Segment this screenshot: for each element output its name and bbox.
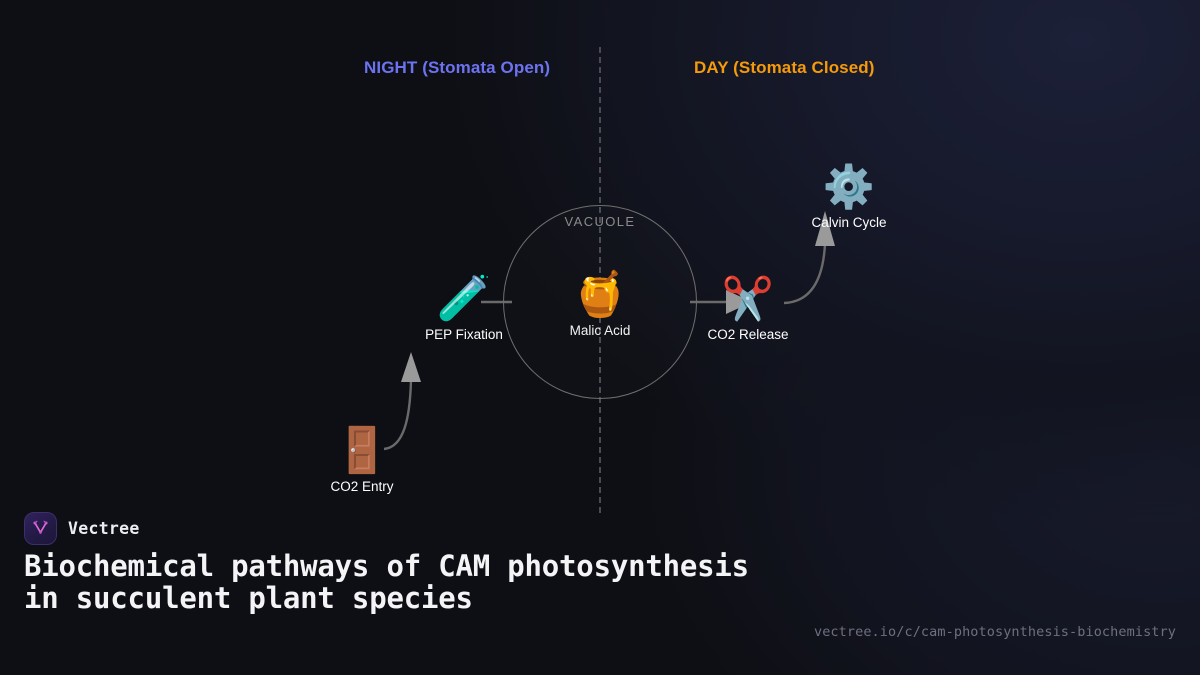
phase-label-day: DAY (Stomata Closed) [694, 58, 875, 77]
node-malic-acid[interactable]: 🍯 Malic Acid [520, 268, 680, 338]
gear-icon: ⚙️ [822, 163, 876, 210]
node-co2-entry[interactable]: 🚪 CO2 Entry [282, 424, 442, 494]
scissors-icon: ✂️ [721, 275, 775, 322]
node-label-pep-fixation: PEP Fixation [425, 327, 503, 342]
node-label-co2-entry: CO2 Entry [330, 479, 394, 494]
vacuole-boundary [503, 205, 697, 399]
honey-pot-icon: 🍯 [572, 270, 628, 319]
door-icon: 🚪 [334, 426, 390, 475]
page-title: Biochemical pathways of CAM photosynthes… [24, 549, 749, 615]
vacuole-label: VACUOLE [564, 214, 636, 229]
phase-label-night: NIGHT (Stomata Open) [364, 58, 551, 77]
node-calvin-cycle[interactable]: ⚙️ Calvin Cycle [769, 160, 929, 230]
node-pep-fixation[interactable]: 🧪 PEP Fixation [384, 272, 544, 342]
brand-name: Vectree [68, 519, 140, 538]
brand: Vectree [24, 512, 140, 545]
test-tube-icon: 🧪 [436, 274, 492, 323]
footer-url: vectree.io/c/cam-photosynthesis-biochemi… [813, 624, 1176, 640]
node-co2-release[interactable]: ✂️ CO2 Release [668, 272, 828, 342]
node-label-co2-release: CO2 Release [707, 327, 789, 342]
node-label-malic-acid: Malic Acid [569, 323, 631, 338]
node-label-calvin-cycle: Calvin Cycle [811, 215, 887, 230]
vectree-logo-icon [24, 512, 57, 545]
arrowhead-pep [401, 352, 421, 382]
